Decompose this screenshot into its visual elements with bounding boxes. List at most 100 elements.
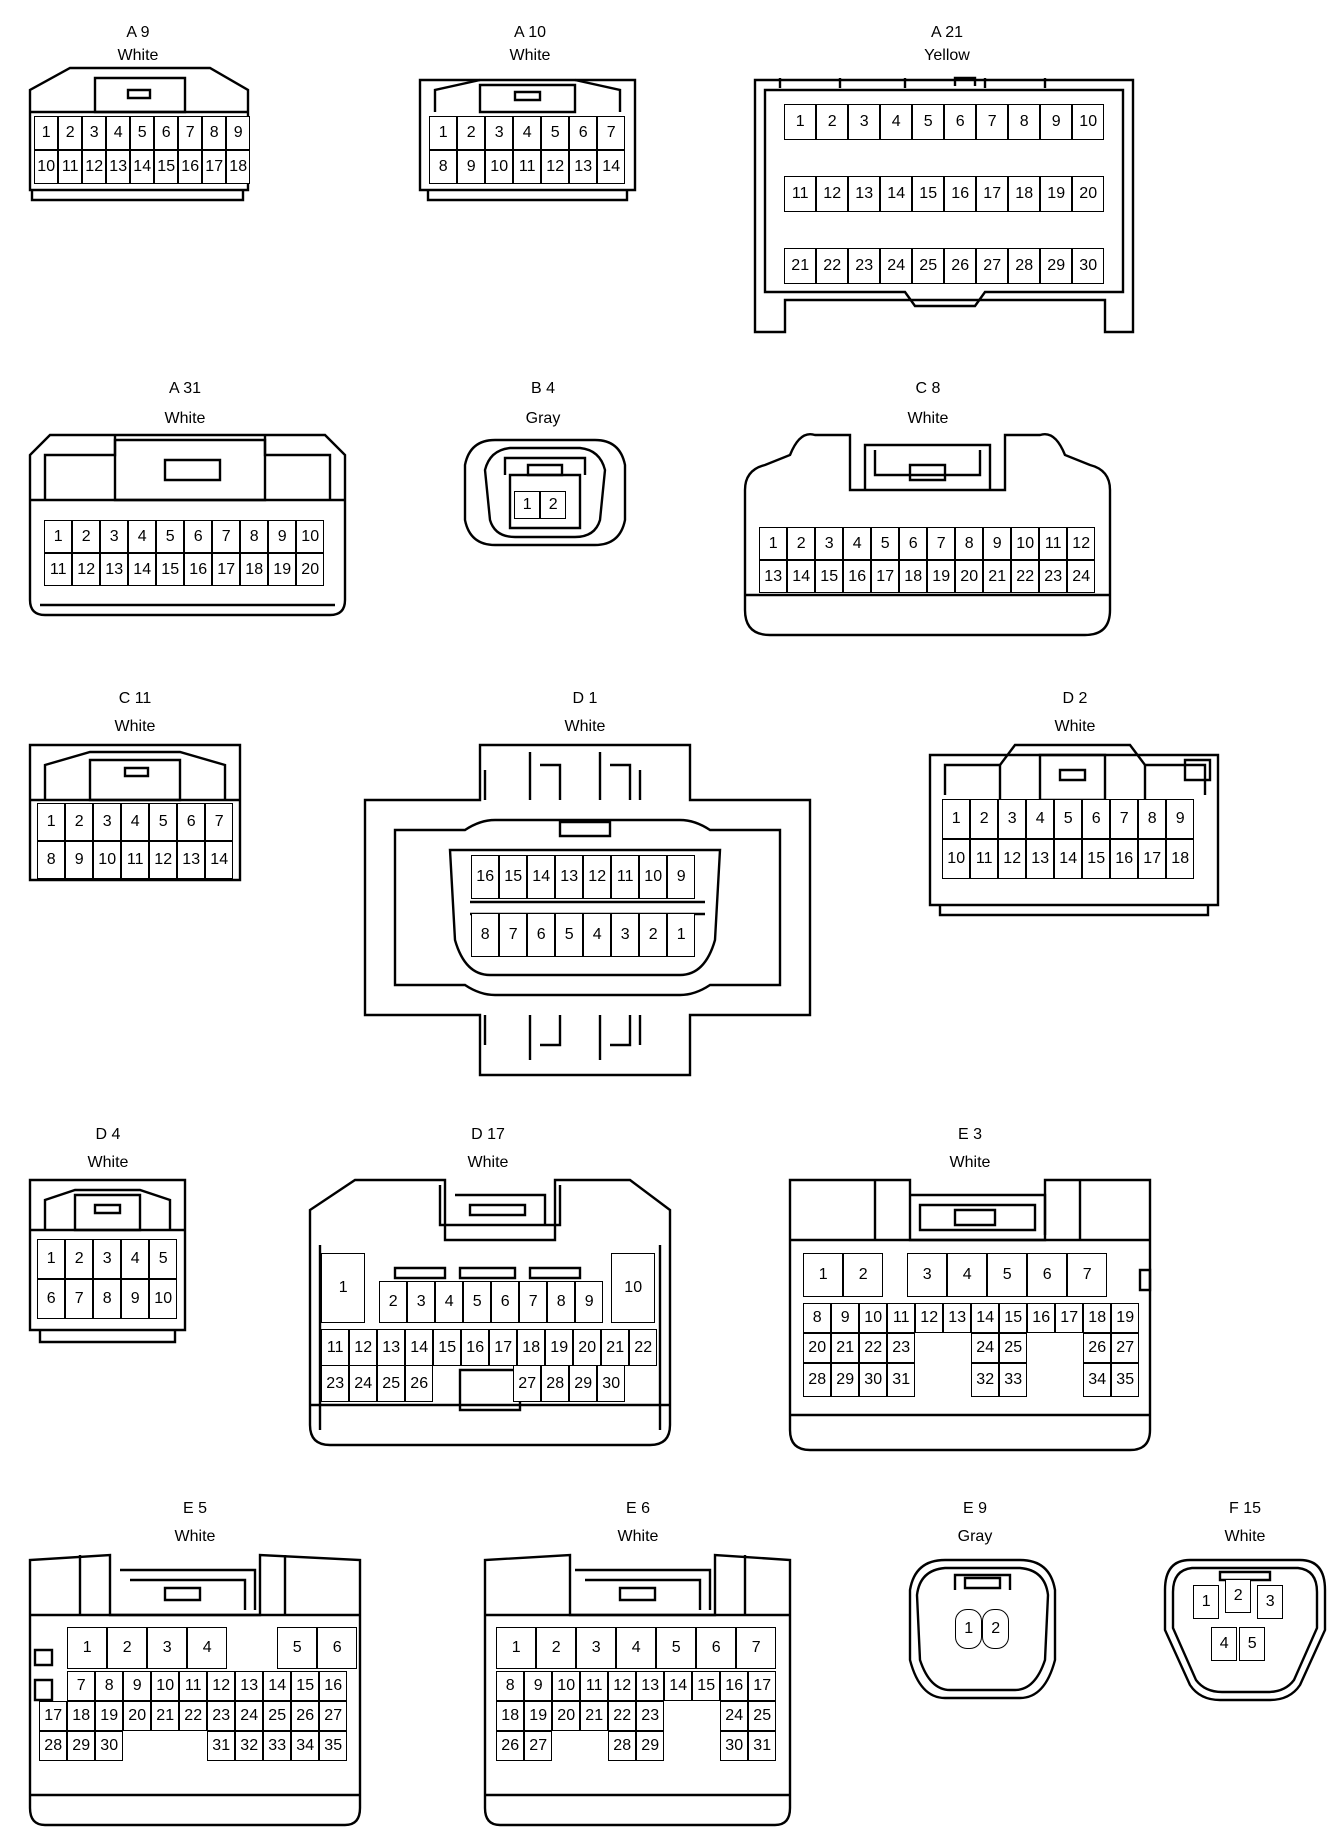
- pin-cavity: 1: [759, 527, 788, 561]
- pin-cavity: 12: [72, 553, 101, 587]
- pin-cavity: 12: [149, 841, 178, 880]
- pin-cavity: 19: [1040, 176, 1073, 213]
- pin-cavity: 32: [971, 1363, 1000, 1398]
- pin-cavity: 4: [880, 104, 913, 141]
- pin-cavity: 21: [983, 560, 1012, 594]
- pin-cavity: 13: [100, 553, 129, 587]
- pin-cavity: 14: [405, 1329, 434, 1367]
- pin-cavity: 1: [321, 1253, 366, 1324]
- pin-cavity: 15: [999, 1303, 1028, 1334]
- pin-cavity: 31: [887, 1363, 916, 1398]
- pin-cavity: 12: [816, 176, 849, 213]
- pin-cavity: 17: [212, 553, 241, 587]
- pin-cavity: 5: [871, 527, 900, 561]
- pin-cavity: 30: [95, 1731, 124, 1762]
- pin-cavity: 26: [405, 1365, 434, 1403]
- pin-cavity: 18: [517, 1329, 546, 1367]
- pin-cavity: 26: [496, 1731, 525, 1762]
- pin-cavity: 12: [998, 839, 1027, 880]
- pin-cavity: 17: [1138, 839, 1167, 880]
- pin-cavity: 4: [843, 527, 872, 561]
- pin-cavity: 14: [263, 1671, 292, 1702]
- pin-cavity: 5: [555, 913, 584, 958]
- connector-id-label: C 11: [118, 690, 152, 707]
- pin-cavity: 6: [184, 520, 213, 554]
- pin-cavity: 4: [1211, 1627, 1238, 1662]
- pin-cavity: 2: [843, 1253, 884, 1298]
- connector-color-label: White: [467, 1154, 509, 1171]
- pin-cavity: 25: [377, 1365, 406, 1403]
- pin-cavity: 3: [93, 803, 122, 842]
- pin-cavity: 5: [130, 116, 155, 151]
- connector-housing: [788, 1178, 1152, 1452]
- pin-cavity: 11: [179, 1671, 208, 1702]
- pin-cavity: 1: [955, 1609, 983, 1650]
- pin-cavity: 17: [748, 1671, 777, 1702]
- pin-cavity: 2: [1225, 1579, 1252, 1614]
- pin-cavity: 11: [121, 841, 150, 880]
- pin-cavity: 12: [1067, 527, 1096, 561]
- pin-cavity: 9: [667, 855, 696, 900]
- pin-cavity: 30: [597, 1365, 626, 1403]
- pin-cavity: 14: [527, 855, 556, 900]
- connector-color-label: White: [509, 47, 551, 64]
- pin-cavity: 16: [319, 1671, 348, 1702]
- pin-cavity: 14: [128, 553, 157, 587]
- pin-cavity: 16: [184, 553, 213, 587]
- pin-cavity: 18: [1166, 839, 1195, 880]
- pin-cavity: 16: [944, 176, 977, 213]
- pin-cavity: 9: [983, 527, 1012, 561]
- pin-cavity: 10: [93, 841, 122, 880]
- pin-cavity: 1: [514, 491, 541, 520]
- connector-housing: [928, 743, 1220, 917]
- pin-cavity: 6: [944, 104, 977, 141]
- pin-cavity: 1: [496, 1627, 537, 1670]
- pin-cavity: 35: [319, 1731, 348, 1762]
- pin-cavity: 11: [970, 839, 999, 880]
- pin-cavity: 2: [970, 799, 999, 840]
- pin-cavity: 2: [72, 520, 101, 554]
- connector-color-label: White: [949, 1154, 991, 1171]
- pin-cavity: 12: [583, 855, 612, 900]
- pin-cavity: 27: [319, 1701, 348, 1732]
- pin-cavity: 13: [377, 1329, 406, 1367]
- pin-cavity: 20: [955, 560, 984, 594]
- pin-cavity: 29: [67, 1731, 96, 1762]
- pin-cavity: 1: [942, 799, 971, 840]
- pin-cavity: 24: [720, 1701, 749, 1732]
- pin-cavity: 10: [296, 520, 325, 554]
- connector-color-label: Yellow: [924, 47, 970, 64]
- pin-cavity: 29: [636, 1731, 665, 1762]
- pin-cavity: 13: [555, 855, 584, 900]
- pin-cavity: 19: [524, 1701, 553, 1732]
- pin-cavity: 8: [1138, 799, 1167, 840]
- pin-cavity: 31: [207, 1731, 236, 1762]
- pin-cavity: 7: [178, 116, 203, 151]
- pin-cavity: 17: [871, 560, 900, 594]
- connector-color-label: White: [1054, 718, 1096, 735]
- pin-cavity: 9: [226, 116, 251, 151]
- pin-cavity: 5: [463, 1281, 492, 1324]
- connector-id-label: D 17: [471, 1126, 505, 1143]
- connector-id-label: E 5: [182, 1500, 207, 1517]
- pin-cavity: 22: [859, 1333, 888, 1364]
- connector-housing: [28, 66, 250, 202]
- connector-color-label: White: [164, 410, 206, 427]
- connector-id-label: F 15: [1228, 1500, 1261, 1517]
- pin-cavity: 7: [205, 803, 234, 842]
- pin-cavity: 2: [379, 1281, 408, 1324]
- pin-cavity: 20: [296, 553, 325, 587]
- pin-cavity: 22: [816, 248, 849, 285]
- pin-cavity: 24: [880, 248, 913, 285]
- pin-cavity: 15: [156, 553, 185, 587]
- pin-cavity: 28: [541, 1365, 570, 1403]
- pin-cavity: 23: [1039, 560, 1068, 594]
- connector-color-label: White: [117, 47, 159, 64]
- pin-cavity: 7: [927, 527, 956, 561]
- pin-cavity: 5: [149, 803, 178, 842]
- pin-cavity: 5: [541, 116, 570, 151]
- pin-cavity: 2: [639, 913, 668, 958]
- connector-id-label: E 9: [962, 1500, 987, 1517]
- pin-cavity: 3: [815, 527, 844, 561]
- pin-cavity: 19: [1111, 1303, 1140, 1334]
